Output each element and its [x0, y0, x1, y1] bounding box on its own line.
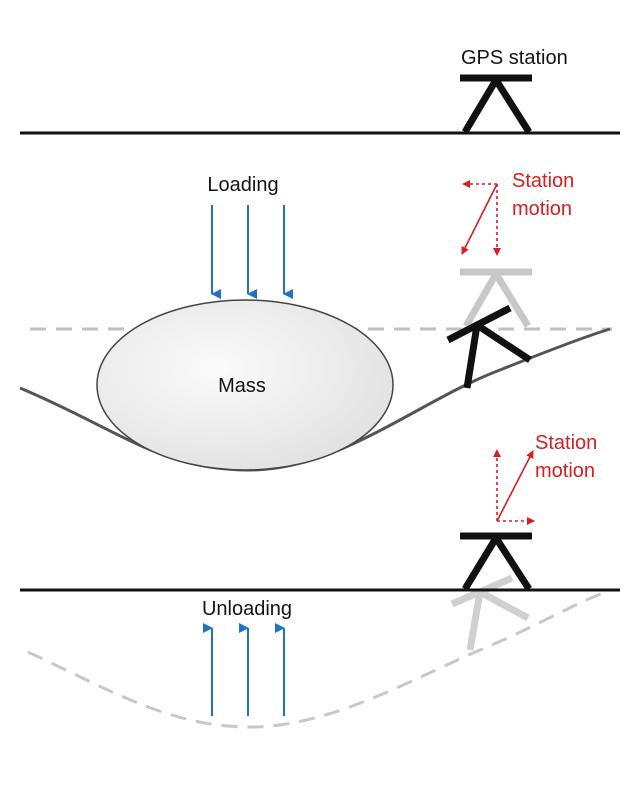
unloading-arrows — [203, 623, 285, 716]
loading-label: Loading — [207, 174, 278, 196]
ghost-tripod-icon — [460, 268, 532, 328]
tilted-tripod-icon — [446, 304, 532, 389]
station-motion-vectors-bottom — [493, 449, 535, 525]
station-motion-label-top-1: Station — [512, 170, 574, 192]
station-motion-label-bottom-2: motion — [535, 460, 595, 482]
station-motion-label-top-2: motion — [512, 198, 572, 220]
panel-loading: Mass Loading Station motion — [19, 170, 612, 472]
station-motion-vectors-top — [461, 180, 501, 256]
tripod-icon — [460, 74, 532, 134]
unloading-label: Unloading — [202, 598, 292, 620]
station-motion-label-bottom-1: Station — [535, 432, 597, 454]
loading-arrows — [211, 205, 293, 299]
arrow-icon — [496, 450, 534, 522]
mass-label: Mass — [218, 375, 266, 397]
mass-ellipse — [96, 299, 394, 471]
gps-station-label: GPS station — [461, 47, 568, 69]
arrow-icon — [461, 183, 498, 255]
previous-depressed-ground-dashed — [27, 588, 613, 729]
panel-undeformed: GPS station — [20, 47, 620, 135]
uplifted-tripod-icon — [460, 532, 532, 591]
panel-unloading: Unloading Station motion — [20, 432, 620, 729]
